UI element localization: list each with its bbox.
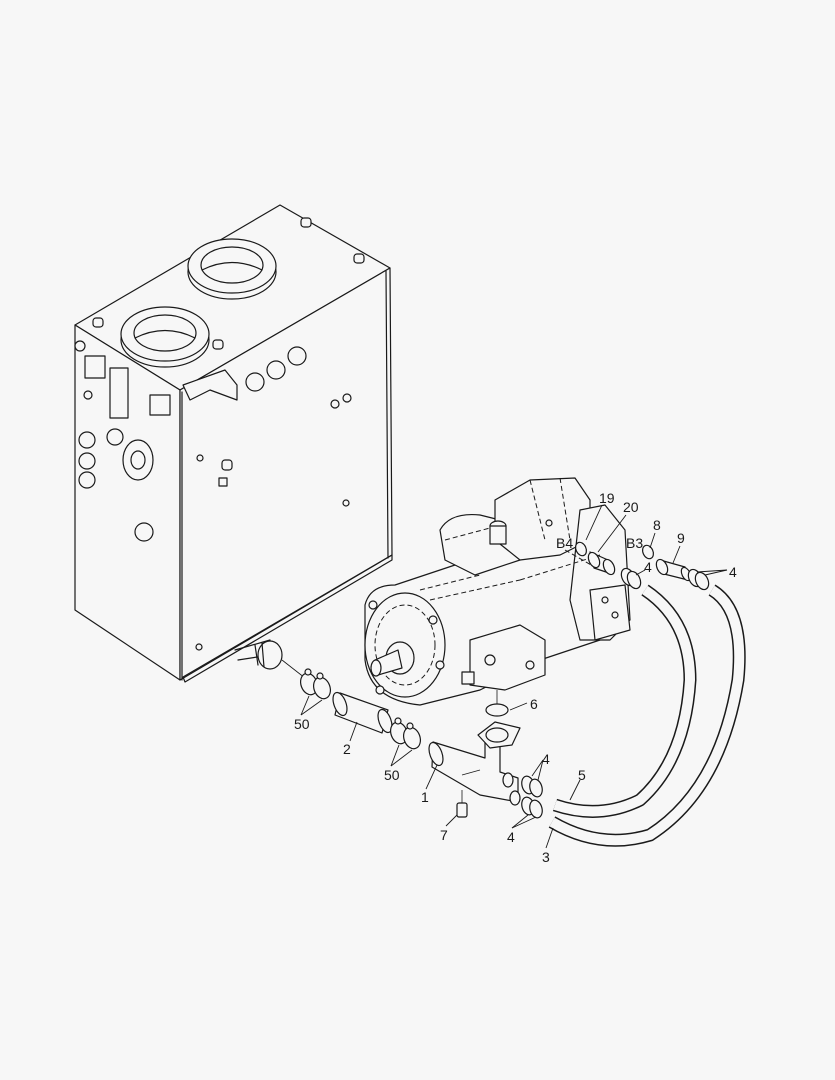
callout-4-lower-bottom: 4: [507, 829, 515, 845]
callout-4-lower-top: 4: [542, 751, 550, 767]
tank-outlet-fitting: [234, 639, 283, 670]
callout-3: 3: [542, 849, 550, 865]
tank-flange-front: [120, 306, 210, 368]
hydraulic-pump: [364, 477, 631, 706]
callout-8: 8: [653, 517, 661, 533]
callout-9: 9: [677, 530, 685, 546]
tank-top-bosses: [92, 217, 365, 350]
callout-19: 19: [599, 490, 615, 506]
tank-right-fittings: [182, 346, 352, 651]
tank-flange-rear: [187, 238, 277, 300]
callout-2: 2: [343, 741, 351, 757]
callout-5: 5: [578, 767, 586, 783]
callout-50-lower: 50: [384, 767, 400, 783]
tank-left-fittings: [74, 340, 171, 542]
port-label-b3: B3: [626, 535, 644, 551]
return-hoses: [548, 584, 746, 847]
callout-6: 6: [530, 696, 538, 712]
callout-50-upper: 50: [294, 716, 310, 732]
suction-line: [281, 659, 543, 819]
hydraulic-tank: [74, 204, 393, 683]
callout-20: 20: [623, 499, 639, 515]
callout-4-upper-right: 4: [729, 564, 737, 580]
callout-7: 7: [440, 827, 448, 843]
port-label-b4: B4: [556, 535, 574, 551]
port-fittings: [574, 541, 710, 591]
leader-lines: [300, 504, 728, 849]
callout-1: 1: [421, 789, 429, 805]
callout-4-upper-left: 4: [644, 559, 652, 575]
